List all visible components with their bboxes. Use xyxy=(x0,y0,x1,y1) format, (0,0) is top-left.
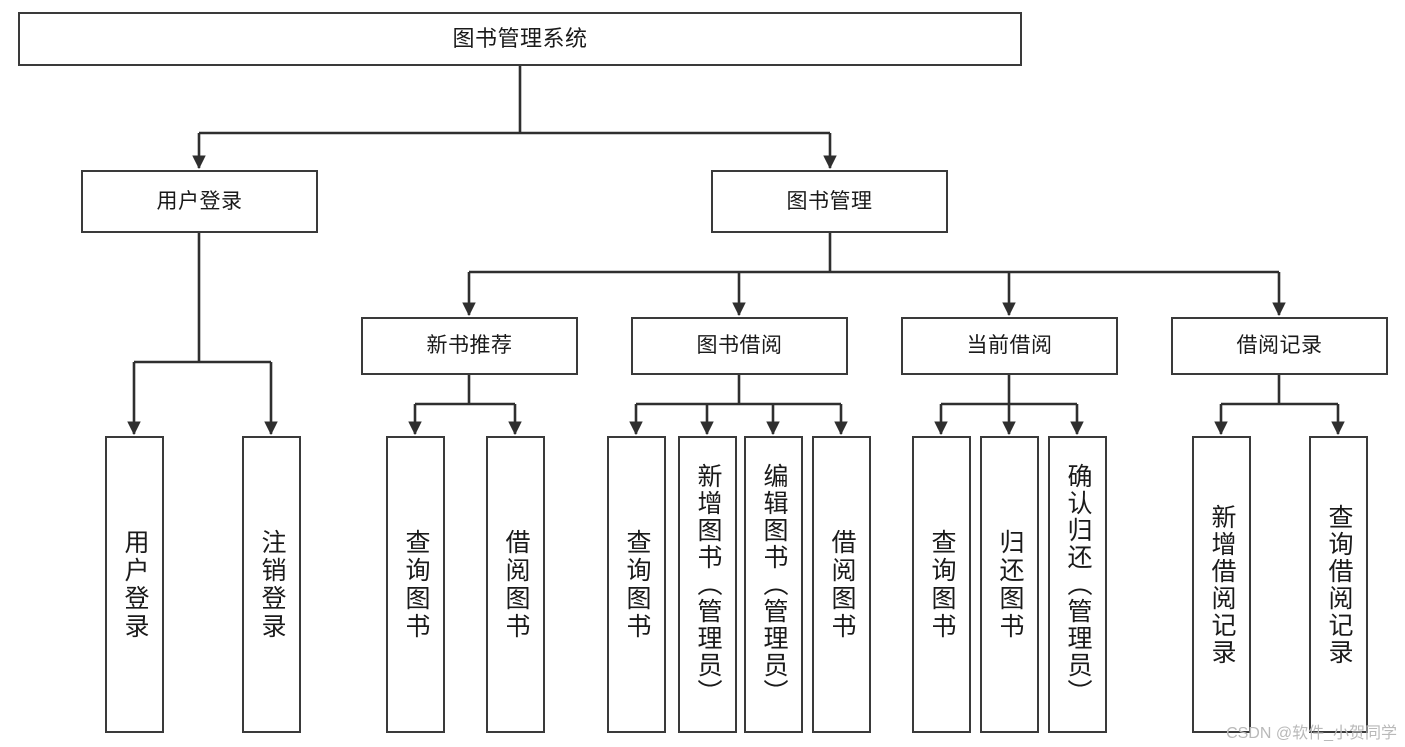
node-label: 新增借阅记录 xyxy=(1208,503,1236,666)
node-leaf-current-borrow-confirm-return[interactable]: 确认归还（管理员） xyxy=(1048,436,1107,733)
node-leaf-book-borrow-query[interactable]: 查询图书 xyxy=(607,436,666,733)
node-label: 查询图书 xyxy=(402,528,430,641)
node-leaf-borrow-records-add[interactable]: 新增借阅记录 xyxy=(1192,436,1251,733)
node-current-borrow[interactable]: 当前借阅 xyxy=(901,317,1118,375)
node-label: 新书推荐 xyxy=(426,334,513,358)
node-label: 注销登录 xyxy=(258,528,286,641)
node-leaf-book-borrow-borrow[interactable]: 借阅图书 xyxy=(812,436,871,733)
csdn-watermark: CSDN @软件_小贺同学 xyxy=(1226,725,1397,742)
node-leaf-borrow-records-query[interactable]: 查询借阅记录 xyxy=(1309,436,1368,733)
node-label: 查询图书 xyxy=(623,528,651,641)
node-book-borrow[interactable]: 图书借阅 xyxy=(631,317,848,375)
node-leaf-new-book-query[interactable]: 查询图书 xyxy=(386,436,445,733)
node-label: 查询借阅记录 xyxy=(1325,503,1353,666)
node-root-book-management-system[interactable]: 图书管理系统 xyxy=(18,12,1022,66)
node-new-book-recommend[interactable]: 新书推荐 xyxy=(361,317,578,375)
node-label: 当前借阅 xyxy=(966,334,1053,358)
node-label: 借阅图书 xyxy=(502,528,530,641)
node-leaf-user-login-logout[interactable]: 注销登录 xyxy=(242,436,301,733)
node-borrow-records[interactable]: 借阅记录 xyxy=(1171,317,1388,375)
node-label: 用户登录 xyxy=(156,189,243,213)
node-label: 确认归还（管理员） xyxy=(1064,463,1092,706)
node-label: 借阅图书 xyxy=(828,528,856,641)
node-leaf-user-login-login[interactable]: 用户登录 xyxy=(105,436,164,733)
node-leaf-current-borrow-return[interactable]: 归还图书 xyxy=(980,436,1039,733)
node-label: 用户登录 xyxy=(121,528,149,641)
node-leaf-current-borrow-query[interactable]: 查询图书 xyxy=(912,436,971,733)
node-label: 归还图书 xyxy=(996,528,1024,641)
node-label: 图书管理系统 xyxy=(452,25,588,51)
node-label: 图书借阅 xyxy=(696,334,783,358)
node-book-management[interactable]: 图书管理 xyxy=(711,170,948,233)
node-label: 新增图书（管理员） xyxy=(694,463,722,706)
node-leaf-new-book-borrow[interactable]: 借阅图书 xyxy=(486,436,545,733)
node-label: 借阅记录 xyxy=(1236,334,1323,358)
node-label: 编辑图书（管理员） xyxy=(760,463,788,706)
node-leaf-book-borrow-add[interactable]: 新增图书（管理员） xyxy=(678,436,737,733)
node-user-login[interactable]: 用户登录 xyxy=(81,170,318,233)
node-leaf-book-borrow-edit[interactable]: 编辑图书（管理员） xyxy=(744,436,803,733)
node-label: 查询图书 xyxy=(928,528,956,641)
node-label: 图书管理 xyxy=(786,189,873,213)
